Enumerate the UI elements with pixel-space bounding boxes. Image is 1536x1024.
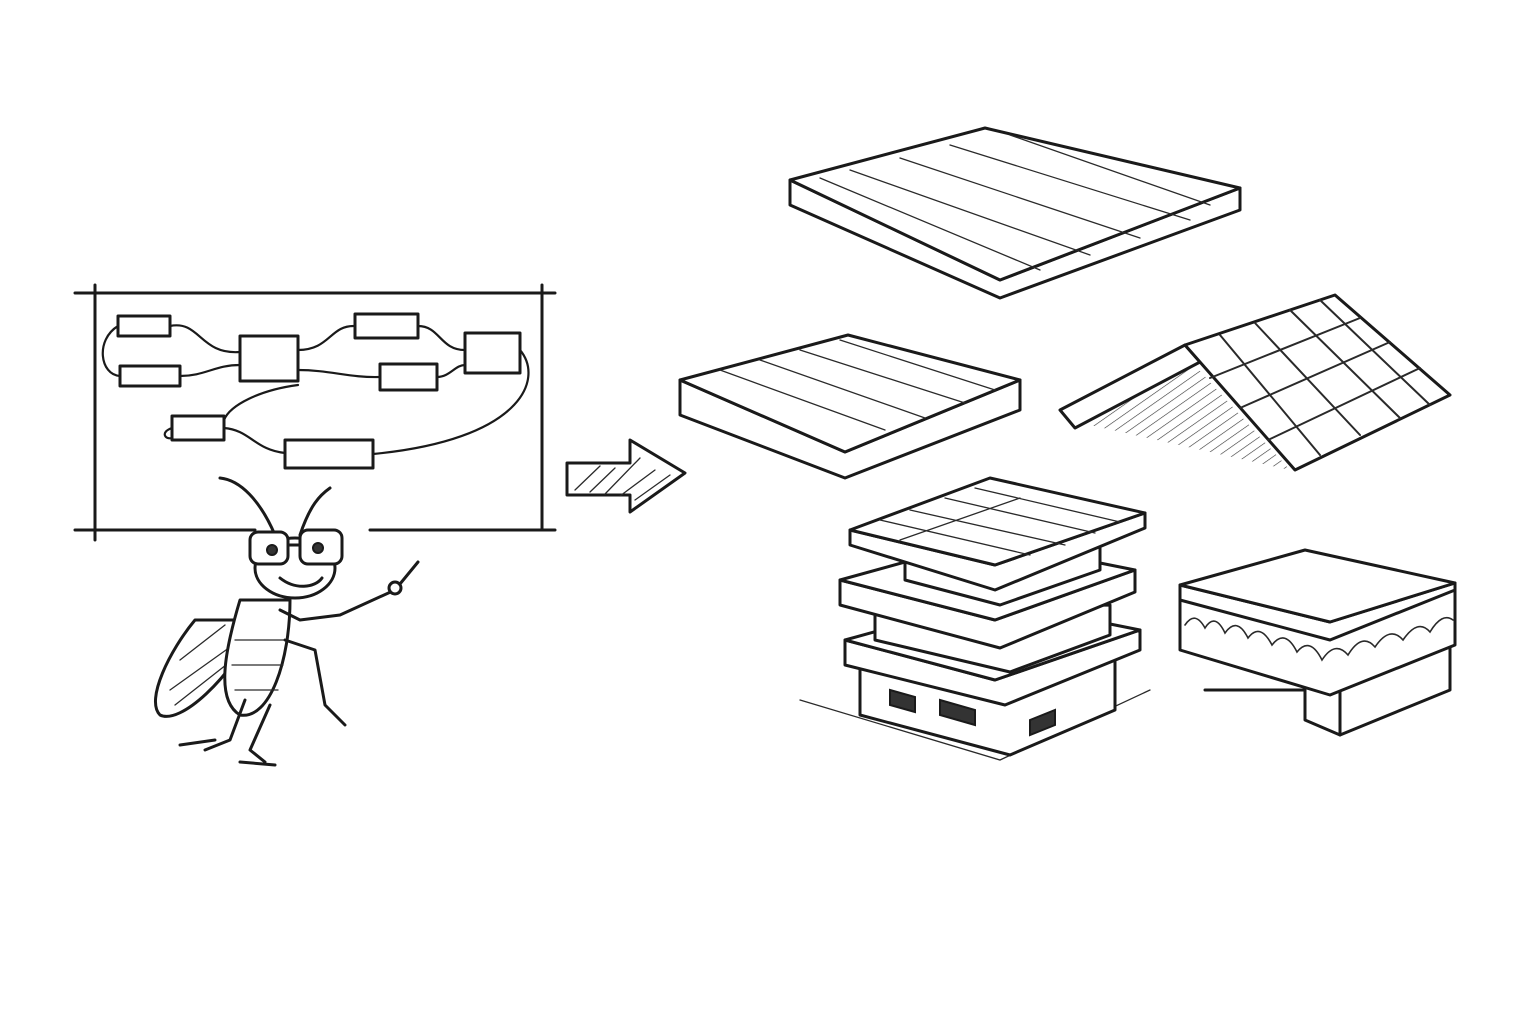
flat-slab: [788, 126, 1242, 300]
flow-box: [463, 331, 522, 375]
flow-box: [118, 364, 182, 388]
gable-roof: [1058, 293, 1452, 472]
cockroach-icon: [154, 476, 420, 767]
flow-box: [353, 312, 420, 340]
flow-box: [170, 414, 226, 442]
flow-box: [283, 438, 375, 470]
flow-box: [116, 314, 172, 338]
insulated-slab: [1178, 548, 1457, 737]
building: [799, 476, 1151, 761]
whiteboard: [73, 283, 557, 542]
flow-box: [238, 334, 300, 383]
arrow-right-icon: [565, 438, 687, 514]
flowchart: [101, 312, 530, 470]
flow-box: [378, 362, 439, 392]
ribbed-slab: [678, 333, 1022, 480]
